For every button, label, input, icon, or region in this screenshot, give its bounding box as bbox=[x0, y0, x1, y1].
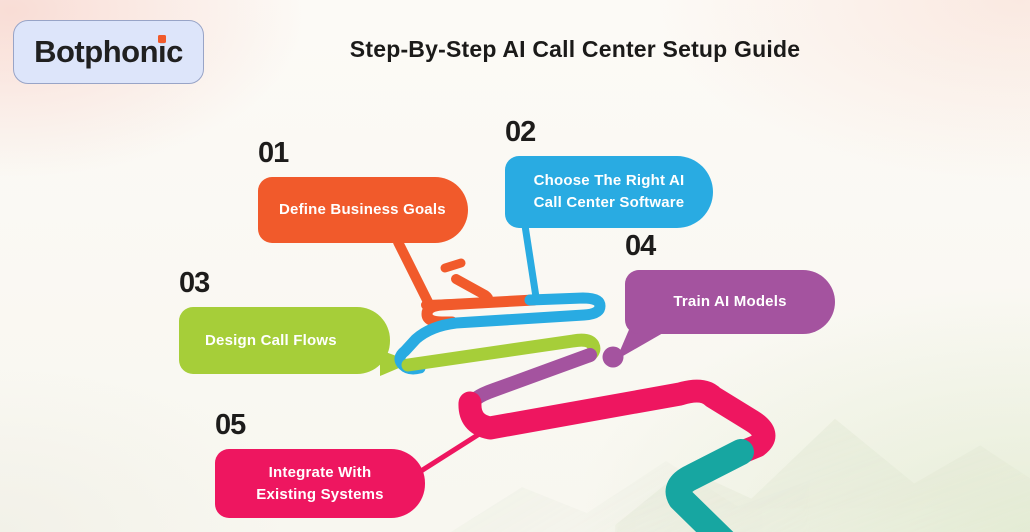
connector-step-04-dot bbox=[602, 346, 624, 368]
step-03-number: 03 bbox=[179, 267, 210, 299]
connector-step-02 bbox=[520, 215, 540, 301]
step-01-label: Define Business Goals bbox=[279, 201, 446, 218]
road-start-dash bbox=[440, 258, 466, 273]
connector-step-01 bbox=[393, 237, 433, 307]
step-02-number: 02 bbox=[505, 116, 536, 148]
step-02-group: 02 Choose The Right AI Call Center Softw… bbox=[505, 118, 713, 228]
step-05-label: Integrate With Existing Systems bbox=[256, 463, 384, 503]
step-01-group: 01 Define Business Goals bbox=[258, 139, 468, 243]
step-04-pill: Train AI Models bbox=[625, 270, 835, 334]
connector-step-05 bbox=[418, 428, 487, 474]
step-04-number: 04 bbox=[625, 230, 656, 262]
step-03-group: 03 Design Call Flows bbox=[179, 269, 390, 374]
logo-letter-i: i bbox=[158, 34, 167, 69]
step-04-label: Train AI Models bbox=[673, 293, 787, 310]
logo-text-part: c bbox=[166, 34, 183, 69]
step-04-group: 04 Train AI Models bbox=[625, 232, 835, 334]
step-03-label: Design Call Flows bbox=[205, 331, 337, 349]
road-segment-teal bbox=[665, 439, 754, 532]
road-segment-purple bbox=[463, 348, 597, 414]
road-segment-pink bbox=[458, 379, 776, 465]
step-01-number: 01 bbox=[258, 137, 289, 169]
step-01-pill: Define Business Goals bbox=[258, 177, 468, 243]
step-02-label: Choose The Right AI Call Center Software bbox=[533, 172, 685, 211]
step-03-pill: Design Call Flows bbox=[179, 307, 390, 374]
step-05-number: 05 bbox=[215, 409, 246, 441]
step-05-pill: Integrate With Existing Systems bbox=[215, 449, 425, 518]
step-05-group: 05 Integrate With Existing Systems bbox=[215, 411, 425, 518]
step-02-pill: Choose The Right AI Call Center Software bbox=[505, 156, 713, 228]
page-title: Step-By-Step AI Call Center Setup Guide bbox=[349, 36, 801, 62]
logo-text-part: Botphon bbox=[34, 34, 158, 69]
